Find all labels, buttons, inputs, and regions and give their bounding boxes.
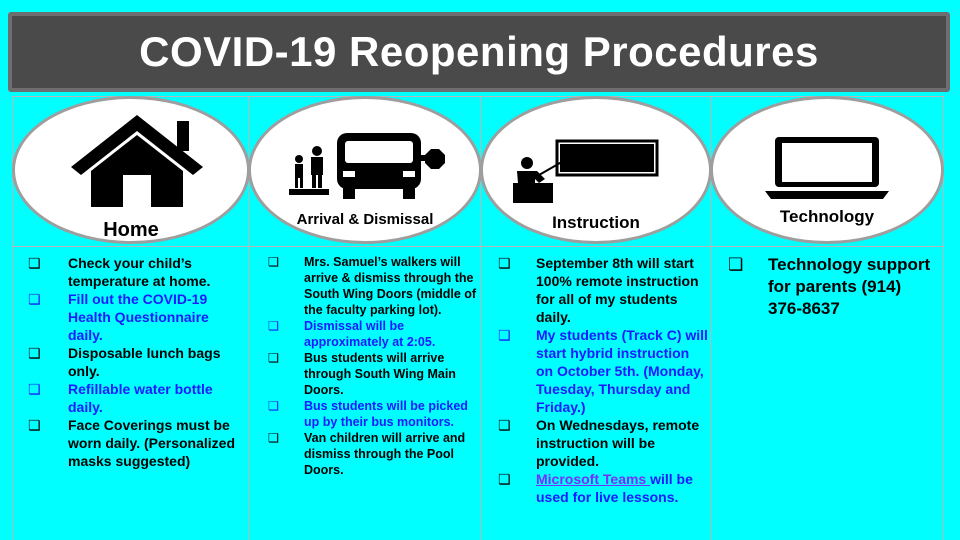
- microsoft-teams-link[interactable]: Microsoft Teams: [536, 471, 651, 487]
- list-item: ❏ Fill out the COVID-19 Health Questionn…: [28, 291, 209, 343]
- technology-label: Technology: [779, 207, 875, 226]
- home-card: Home: [12, 96, 250, 244]
- technology-list: ❏ Technology support for parents (914) 3…: [728, 254, 938, 320]
- list-item: ❏ Microsoft Teams will be used for live …: [498, 471, 693, 505]
- list-item: ❏ Mrs. Samuel’s walkers will arrive & di…: [268, 255, 477, 317]
- title-banner: COVID-19 Reopening Procedures: [8, 12, 950, 92]
- arrival-label: Arrival & Dismissal: [296, 211, 434, 228]
- house-icon: [71, 115, 203, 207]
- list-item: ❏ Disposable lunch bags only.: [28, 345, 221, 379]
- list-item: ❏ Technology support for parents (914) 3…: [728, 255, 931, 318]
- table-border-left: [12, 96, 13, 540]
- instruction-card: Instruction: [480, 96, 712, 244]
- instruction-list: ❏ September 8th will start 100% remote i…: [498, 254, 710, 506]
- list-item: ❏ Dismissal will be approximately at 2:0…: [268, 319, 436, 349]
- home-list: ❏ Check your child’s temperature at home…: [28, 254, 244, 470]
- table-border-right: [943, 96, 944, 540]
- list-item: ❏ Bus students will be picked up by thei…: [268, 399, 468, 429]
- list-item: ❏ Check your child’s temperature at home…: [28, 255, 211, 289]
- home-label: Home: [103, 219, 159, 241]
- laptop-icon: [765, 137, 889, 199]
- list-item: ❏ My students (Track C) will start hybri…: [498, 327, 708, 415]
- table-divider-1: [248, 96, 249, 540]
- school-bus-icon: [289, 133, 445, 199]
- list-item: ❏ Van children will arrive and dismiss t…: [268, 431, 466, 477]
- list-item: ❏ September 8th will start 100% remote i…: [498, 255, 699, 325]
- arrival-list: ❏ Mrs. Samuel’s walkers will arrive & di…: [268, 254, 478, 478]
- list-item: ❏ Refillable water bottle daily.: [28, 381, 213, 415]
- table-divider: [12, 246, 944, 247]
- list-item: ❏ Face Coverings must be worn daily. (Pe…: [28, 417, 236, 469]
- procedures-table: Home Arrival & Dismissal: [12, 96, 944, 540]
- table-divider-2: [480, 96, 481, 540]
- arrival-card: Arrival & Dismissal: [248, 96, 482, 244]
- teacher-board-icon: [513, 139, 659, 203]
- list-item: ❏ Bus students will arrive through South…: [268, 351, 456, 397]
- page-title: COVID-19 Reopening Procedures: [139, 28, 819, 75]
- technology-card: Technology: [710, 96, 944, 244]
- list-item: ❏ On Wednesdays, remote instruction will…: [498, 417, 700, 469]
- table-divider-3: [710, 96, 711, 540]
- table-border-top: [12, 96, 944, 97]
- instruction-label: Instruction: [552, 213, 640, 232]
